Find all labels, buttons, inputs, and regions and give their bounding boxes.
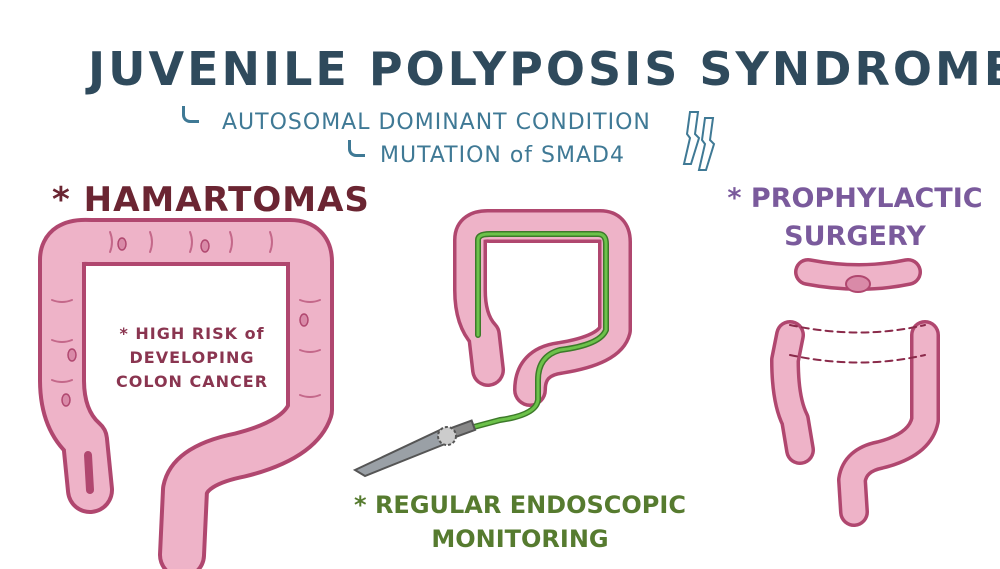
hamartomas-heading: * HAMARTOMAS — [52, 180, 370, 220]
colon-with-endoscope — [453, 208, 632, 431]
colon-with-hamartomas — [38, 217, 334, 569]
bracket-icon — [182, 106, 199, 123]
page-title: JUVENILE POLYPOSIS SYNDROME — [88, 42, 1000, 96]
subtitle-inheritance: AUTOSOMAL DOMINANT CONDITION — [222, 110, 651, 135]
bracket-icon — [348, 140, 365, 157]
cancer-risk-note: * HIGH RISK of DEVELOPING COLON CANCER — [115, 324, 269, 391]
endoscopic-monitoring-caption: * REGULAR ENDOSCOPIC MONITORING — [354, 491, 686, 553]
chromosome-icon — [682, 111, 716, 171]
subtitle-mutation: MUTATION of SMAD4 — [380, 143, 625, 168]
resected-colon-segment — [794, 258, 922, 293]
endoscope-handle-icon — [352, 419, 477, 478]
prophylactic-surgery-heading: * PROPHYLACTIC SURGERY — [727, 183, 983, 252]
remaining-colon — [770, 320, 940, 527]
